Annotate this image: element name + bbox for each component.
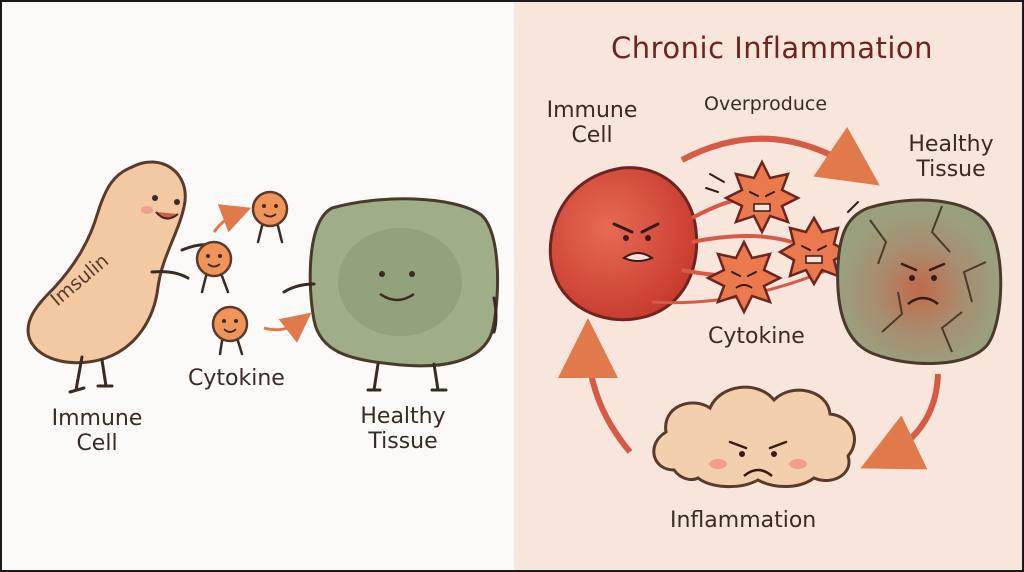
angry-cytokine-right — [777, 215, 851, 287]
right-tissue-label-line2: Tissue — [916, 157, 986, 183]
arrow-to-tissue — [263, 312, 312, 343]
left-cytokine-bottom — [211, 305, 249, 356]
inflammation-cloud — [652, 385, 856, 489]
left-tissue-label-line2: Tissue — [368, 429, 438, 455]
motion-lines — [705, 173, 865, 303]
left-cytokine-label: Cytokine — [188, 366, 285, 391]
left-tissue-label-line1: Healthy — [360, 404, 446, 429]
left-tissue-label: Healthy Tissue — [348, 404, 458, 455]
inflammation-label: Inflammation — [670, 508, 817, 533]
cycle-arrow-inflammation-to-immune — [558, 318, 633, 454]
left-healthy-tissue — [282, 197, 500, 392]
left-immune-label: Immune Cell — [42, 406, 152, 457]
page-title: Chronic Inflammation — [610, 31, 934, 65]
left-immune-cell — [26, 160, 216, 394]
right-tissue-label-line1: Healthy — [908, 132, 994, 157]
angry-cytokine-top — [723, 159, 801, 235]
angry-cytokine-bottom — [705, 239, 783, 315]
overproduce-label: Overproduce — [704, 93, 828, 115]
right-immune-cell — [548, 166, 699, 322]
left-immune-label-line1: Immune — [51, 406, 143, 431]
right-cytokine-label: Cytokine — [708, 324, 805, 349]
left-cytokine-middle — [195, 240, 233, 294]
right-tissue-label: Healthy Tissue — [898, 132, 1004, 183]
left-cytokine-top — [251, 190, 289, 244]
left-immune-label-line2: Cell — [76, 431, 118, 457]
arrow-to-top-cytokine — [212, 204, 252, 233]
stream-2 — [691, 234, 793, 244]
right-immune-label-line2: Cell — [571, 123, 613, 149]
cycle-arrow-tissue-to-inflammation — [860, 373, 941, 470]
right-damaged-tissue — [836, 198, 1003, 365]
overproduce-arrow — [680, 126, 880, 186]
right-immune-label-line1: Immune — [546, 98, 638, 123]
right-immune-label: Immune Cell — [542, 98, 642, 149]
